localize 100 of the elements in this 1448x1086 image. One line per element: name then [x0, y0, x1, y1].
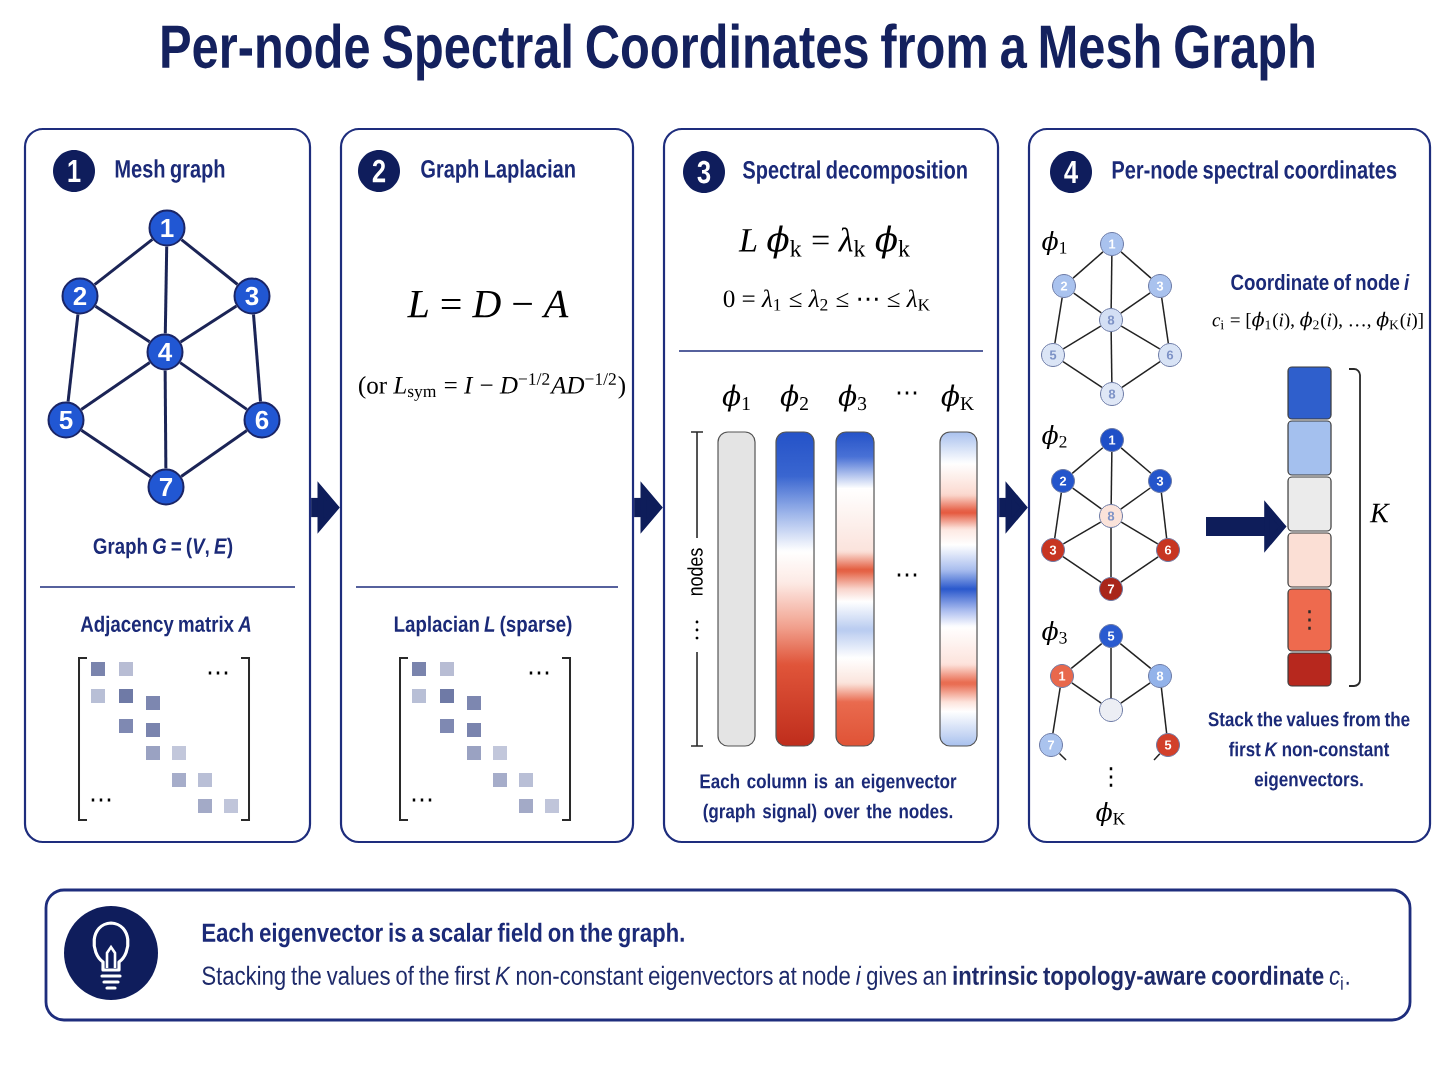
graph-edge: [1120, 521, 1159, 545]
graph-node: 3: [1041, 538, 1065, 562]
ellipsis: …: [695, 620, 699, 640]
title: Per-node Spectral Coordinates from a Mesh Graph: [162, 23, 1314, 81]
number-badge: 2: [358, 150, 400, 192]
body-text: Each column is an eigenvector (graph signal) over the nodes.: [700, 773, 957, 823]
graph-label: ϕ$_{2}$: [1042, 424, 1067, 450]
graph-node: 5: [1041, 343, 1065, 367]
ellipsis: ⋯: [897, 391, 917, 395]
graph-edge: [1062, 521, 1102, 545]
graph-edge: [179, 361, 248, 411]
graph-edge: [1110, 255, 1113, 309]
graph-edge: [1160, 492, 1168, 539]
graph-node: 8: [1148, 664, 1172, 688]
graph-edge: [1110, 331, 1113, 383]
ellipsis: ⋯: [91, 798, 111, 802]
graph-node: 2: [61, 277, 99, 315]
graph-node: 6: [1156, 538, 1180, 562]
graph-edge: [1054, 297, 1063, 344]
formula: (or L$_{sym}$ = I − D$^{−1/2}$AD$^{−1/2}$): [359, 373, 625, 401]
graph-edge: [1073, 292, 1103, 314]
graph-node: 7: [147, 468, 185, 506]
graph-node: [1099, 698, 1123, 722]
graph-edge: [1120, 487, 1151, 510]
graph-edge: [1062, 555, 1102, 584]
heading: Per-node spectral coordinates: [1112, 160, 1397, 184]
graph-label: ϕ$_{1}$: [1042, 230, 1067, 256]
graph-node: 2: [1052, 274, 1076, 298]
ellipsis: ⋯: [897, 573, 917, 577]
graph-edge: [1110, 451, 1113, 505]
graph-node: 1: [1100, 428, 1124, 452]
bracket-label: K: [1369, 503, 1390, 523]
ellipsis: ⋯: [529, 671, 549, 675]
graph-edge: [1062, 325, 1102, 350]
graph-edge: [93, 238, 154, 286]
graph-node: 6: [1158, 343, 1182, 367]
graph-node: 3: [233, 277, 271, 315]
graph-node: 8: [1099, 504, 1123, 528]
graph-node: 6: [243, 401, 281, 439]
graph-edge: [252, 314, 262, 402]
graph-edge: [1120, 447, 1152, 474]
ellipsis: ⋮: [1109, 767, 1113, 787]
formula: c$_{i}$ = [ϕ$_{1}$(i), ϕ$_{2}$(i), …, ϕ$_{K}$(i)]: [1212, 311, 1423, 331]
graph-edge: [1071, 446, 1104, 475]
ellipsis: ⋯: [412, 798, 432, 802]
graph-edge: [80, 361, 151, 411]
formula: L ϕ$_{k}$ = λ$_{k}$ ϕ$_{k}$: [738, 225, 910, 259]
graph-node: 4: [146, 333, 184, 371]
subheading: Laplacian L (sparse): [394, 615, 572, 637]
column-label: ϕ$_{1}$: [722, 384, 750, 412]
graph-edge: [1153, 753, 1161, 761]
graph-edge: [1110, 647, 1112, 699]
graph-node: 5: [1156, 733, 1180, 757]
graph-node: 5: [47, 401, 85, 439]
subheading: Coordinate of node i: [1231, 273, 1410, 291]
graph-edge: [1120, 556, 1159, 583]
stacked-vector: ⋮: [1287, 366, 1332, 687]
graph-node: 1: [1100, 232, 1124, 256]
graph-edge: [66, 314, 80, 402]
number-badge: 1: [53, 150, 95, 192]
graph-node: 1: [148, 209, 186, 247]
graph-edge: [1062, 360, 1103, 389]
number-badge: 4: [1050, 151, 1092, 193]
graph-node: 8: [1099, 308, 1123, 332]
graph-node: 7: [1039, 733, 1063, 757]
graph-node: 7: [1099, 577, 1123, 601]
graph-edge: [179, 304, 238, 344]
body-text: Stack the values from the first K non-constant eigenvectors.: [1208, 711, 1410, 791]
graph-edge: [1119, 642, 1152, 670]
heading: Mesh graph: [115, 159, 225, 183]
graph-edge: [1071, 682, 1102, 704]
graph-edge: [1120, 251, 1152, 279]
formula: L = D − A: [407, 290, 569, 318]
graph-node: 3: [1148, 274, 1172, 298]
graph-edge: [163, 246, 169, 334]
graph-edge: [1120, 682, 1151, 704]
graph-edge: [1110, 527, 1112, 578]
graph-edge: [1070, 642, 1103, 670]
note-text: Each eigenvector is a scalar field on the graph.: [202, 922, 684, 948]
graph-edge: [1052, 687, 1061, 734]
column-label: ϕ$_{K}$: [941, 384, 974, 412]
number-badge: 3: [683, 151, 725, 193]
note-text: Stacking the values of the first K non-constant eigenvectors at node i gives an intrinsic topology-aware coordinate c$_{i}$.: [202, 965, 1349, 991]
graph-edge: [1058, 752, 1067, 761]
graph-edge: [1054, 492, 1063, 539]
graph-edge: [1120, 325, 1161, 350]
subheading: Adjacency matrix A: [80, 615, 251, 637]
heading: Spectral decomposition: [742, 160, 967, 184]
graph-edge: [180, 238, 239, 286]
graph-node: 1: [1050, 664, 1074, 688]
formula: 0 = λ$_{1}$ ≤ λ$_{2}$ ≤ ⋯ ≤ λ$_{K}$: [723, 289, 931, 311]
graph-edge: [163, 370, 168, 469]
graph-edge: [180, 429, 248, 478]
graph-node: 2: [1051, 469, 1075, 493]
column-label: ϕ$_{3}$: [838, 384, 867, 412]
graph-edge: [1121, 360, 1161, 389]
axis-label: nodes: [687, 548, 703, 596]
graph-edge: [1072, 251, 1104, 279]
ellipsis: ⋯: [208, 671, 228, 675]
column-label: ϕ$_{2}$: [780, 384, 808, 412]
